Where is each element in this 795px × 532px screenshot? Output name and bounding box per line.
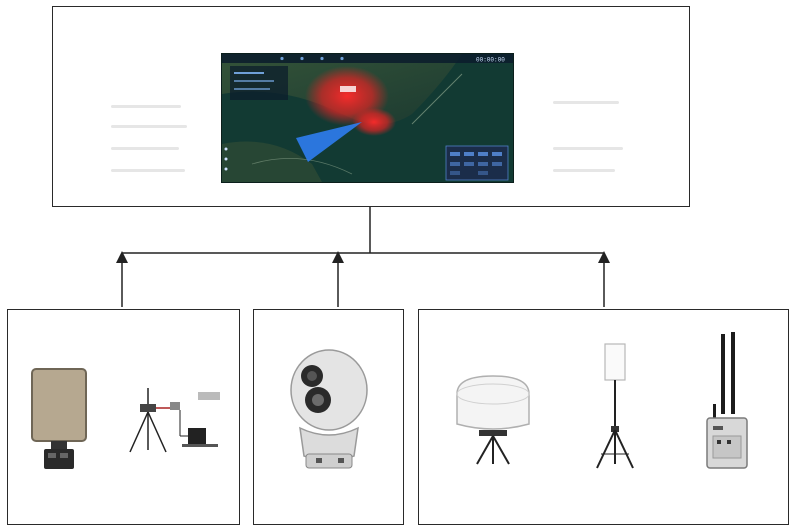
dome-detector-icon (456, 375, 530, 465)
flat-panel-radar-icon (31, 368, 87, 469)
optical-group-panel (253, 309, 404, 525)
portable-jammer-icon (706, 332, 748, 469)
tripod-sensor-array-icon (129, 388, 220, 453)
coverage-wedge (296, 122, 362, 162)
clock-readout: 00:00:00 (476, 57, 505, 64)
radar-group-panel (7, 309, 240, 525)
command-screen: 00:00:00 (221, 53, 514, 183)
tripod-antenna-icon (596, 343, 634, 469)
electro-optical-turret-icon (290, 349, 368, 469)
map-view: 00:00:00 (222, 54, 513, 182)
rf-group-panel (418, 309, 789, 525)
